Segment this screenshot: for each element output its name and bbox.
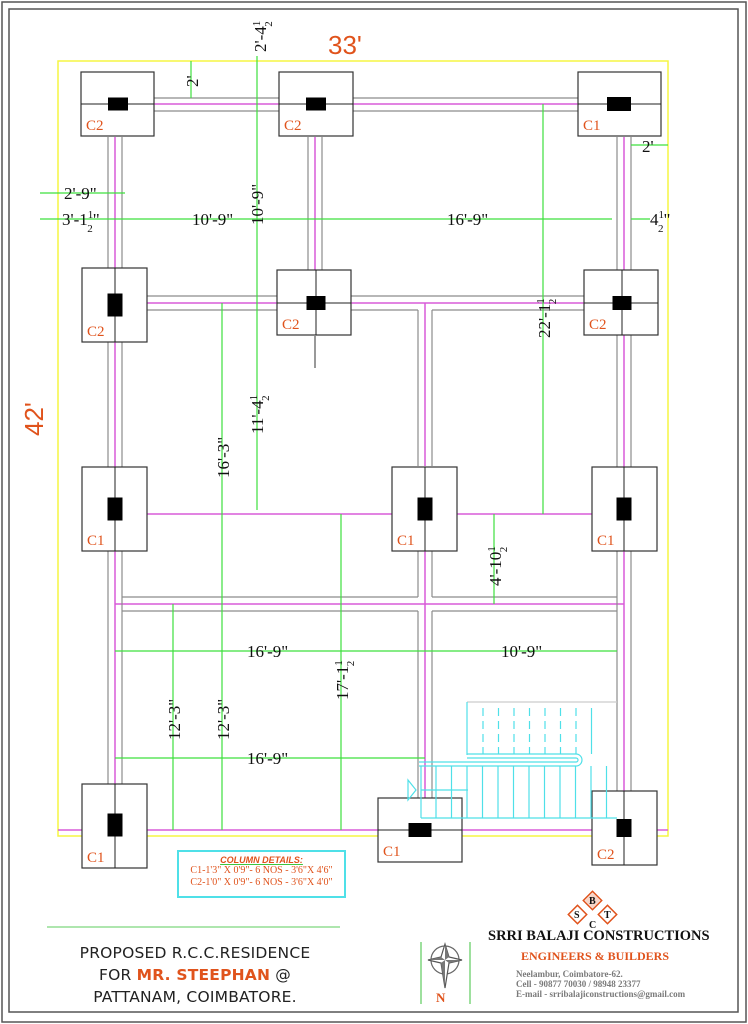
company-name: SRRI BALAJI CONSTRUCTIONS [488,928,710,944]
column-row3-right: C1 [591,466,658,552]
plot-boundary [57,60,669,837]
column-tag: C2 [589,317,607,333]
dim-lower-height-a: 12'-3" [165,699,184,740]
logo-letter-c: C [589,920,596,931]
title-line-3: PATTANAM, COIMBATORE. [93,988,297,1006]
logo-letter-s: S [574,910,580,921]
column-section [417,497,433,521]
column-section [107,497,123,521]
dim-bottom-width: 16'-9" [247,749,288,768]
dim-top-offset: 2'-412 [251,21,275,52]
beams [58,97,668,831]
column-section [616,497,632,521]
column-section [107,813,123,837]
north-label: N [436,990,446,1005]
dim-lower-left: 16'-9" [247,642,288,661]
logo-letter-b: B [589,896,596,907]
column-tag: C2 [597,847,615,863]
column-section [408,823,432,837]
logo-letter-t: T [604,910,611,921]
column-section [612,296,632,310]
column-tag: C1 [583,118,601,134]
column-row2-middle: C2 [276,269,352,336]
dim-right-span: 22'-112 [535,298,559,338]
company-tagline: ENGINEERS & BUILDERS [520,949,670,963]
column-section [306,296,326,310]
company-address: Neelambur, Coimbatore-62. [516,969,623,979]
dim-bay-left: 10'-9" [192,210,233,229]
column-section [607,97,631,111]
column-tag: C1 [597,533,615,549]
column-top-left: C2 [80,71,155,137]
column-tag: C2 [282,317,300,333]
column-tag: C1 [397,533,415,549]
company-logo: B S T C [567,890,618,931]
column-tag: C1 [87,533,105,549]
dimension-lines [40,56,668,830]
column-bottom-left: C1 [81,783,148,869]
staircase [407,701,617,819]
dim-lower-height-c: 17'-112 [333,660,357,700]
title-block: PROPOSED R.C.C.RESIDENCE FOR MR. STEEPHA… [40,942,350,1008]
column-details-heading: COLUMN DETAILS: [220,855,303,865]
client-name: MR. STEEPHAN [136,966,271,984]
sheet-border-inner [8,8,739,1013]
dim-mid-gap: 4'-1012 [486,546,510,586]
overall-width-label: 33' [328,30,362,60]
dim-row2-row3: 11'-412 [248,395,272,434]
column-section [107,293,123,317]
dim-left-setback-a: 2'-9" [64,184,97,203]
column-details-row: C1-1'3" X 0'9"- 6 NOS - 3'6"X 4'6" [190,865,333,876]
dim-row2-bottom: 16'-3" [214,437,233,478]
overall-depth-label: 42' [19,402,49,436]
column-details-row: C2-1'0" X 0'9"- 6 NOS - 3'6"X 4'0" [190,877,333,888]
column-tag: C2 [86,118,104,134]
column-section [616,819,632,837]
column-bottom-middle: C1 [377,797,463,863]
dim-top-setback: 2' [183,75,202,87]
column-details-box: COLUMN DETAILS: C1-1'3" X 0'9"- 6 NOS - … [177,850,346,898]
dim-row1-row2: 10'-9" [248,184,267,225]
company-email: E-mail - srribalajiconstructions@gmail.c… [516,989,686,999]
title-line-2: FOR MR. STEEPHAN @ [99,966,291,984]
column-tag: C1 [383,844,401,860]
company-block: SRRI BALAJI CONSTRUCTIONS ENGINEERS & BU… [488,928,728,999]
dim-right-setback: 2' [642,137,654,156]
column-row3-middle: C1 [391,466,458,552]
column-top-middle: C2 [278,71,354,137]
dim-bay-right: 16'-9" [447,210,488,229]
column-top-right: C1 [577,71,662,137]
column-tag: C1 [87,850,105,866]
column-tag: C2 [87,324,105,340]
column-section [306,97,326,111]
dim-lower-right: 10'-9" [501,642,542,661]
column-row3-left: C1 [81,466,148,552]
column-row2-left: C2 [81,267,148,343]
dim-lower-height-b: 12'-3" [214,699,233,740]
company-phone: Cell - 90877 70030 / 98948 23377 [516,979,641,989]
column-section [108,97,128,111]
column-bottom-right: C2 [591,790,658,866]
north-arrow-icon [420,941,471,1004]
title-line-1: PROPOSED R.C.C.RESIDENCE [79,944,311,962]
column-tag: C2 [284,118,302,134]
column-row2-right: C2 [583,269,659,336]
